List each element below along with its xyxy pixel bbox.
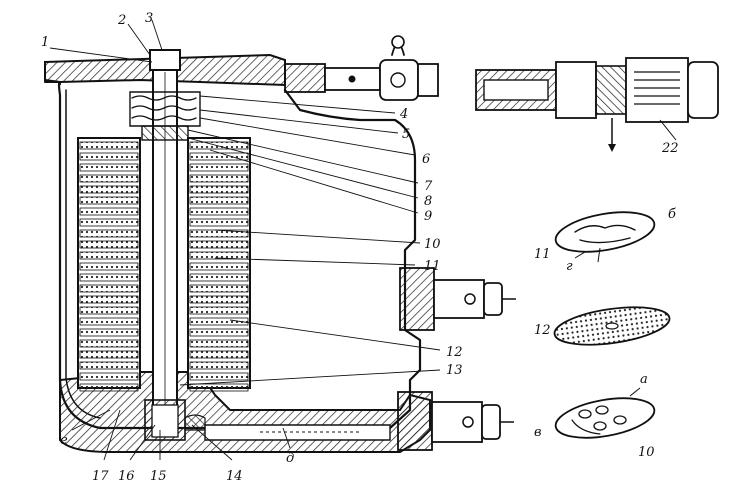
filter-plate (189, 273, 249, 282)
filter-plate (79, 306, 139, 315)
callout-11: 11 (424, 259, 441, 274)
callout-4: 4 (399, 107, 408, 122)
callout-15: 15 (150, 469, 167, 484)
callout-9: 9 (424, 209, 432, 224)
inlet-fitting (284, 35, 439, 101)
callout-8: 8 (424, 194, 432, 209)
filter-plate (79, 350, 139, 359)
filter-plate (189, 262, 249, 271)
filter-plate (189, 306, 249, 315)
letter-10: 10 (638, 445, 655, 460)
filter-plate (189, 185, 249, 194)
callout-14: 14 (226, 469, 243, 484)
filter-plate (189, 229, 249, 238)
callout-1: 1 (41, 35, 49, 50)
letter-b: б (668, 207, 676, 222)
filter-plate (189, 317, 249, 326)
filter-plate (79, 295, 139, 304)
letter-e: е (60, 433, 68, 448)
filter-plate (189, 295, 249, 304)
filter-plate (79, 240, 139, 249)
filter-plate (79, 185, 139, 194)
letter-11: 11 (534, 247, 551, 262)
letter-d: д (286, 451, 294, 466)
leader-lines (49, 19, 441, 461)
filter-plate (79, 163, 139, 172)
callout-3: 3 (145, 11, 153, 26)
callout-2: 2 (117, 13, 126, 28)
letter-a: а (640, 372, 648, 387)
filter-plate (79, 317, 139, 326)
filter-plate (79, 339, 139, 348)
filter-plate (79, 383, 139, 392)
outlet-fitting-upper (399, 267, 516, 331)
callout-5: 5 (402, 127, 410, 142)
filter-plate (79, 196, 139, 205)
filter-plate (189, 163, 249, 172)
central-rod (129, 49, 206, 441)
valve-detail-22 (475, 57, 719, 152)
filter-plate (79, 229, 139, 238)
disc-detail-11 (554, 211, 656, 263)
letter-v: в (534, 425, 542, 440)
filter-plate (189, 350, 249, 359)
filter-plate (189, 218, 249, 227)
filter-plate (189, 240, 249, 249)
filter-plate (189, 284, 249, 293)
filter-plate (79, 361, 139, 370)
filter-plate (189, 361, 249, 370)
filter-plate (79, 152, 139, 161)
filter-plate (189, 251, 249, 260)
filter-plate (79, 284, 139, 293)
callout-labels: 1 2 3 4 5 6 7 8 9 10 11 12 13 14 15 16 1… (41, 11, 679, 484)
callout-10: 10 (424, 237, 441, 252)
filter-plate (189, 372, 249, 381)
filter-plate (79, 372, 139, 381)
filter-plate (79, 218, 139, 227)
filter-plate (189, 196, 249, 205)
letter-g: г (566, 259, 573, 274)
callout-12: 12 (446, 345, 463, 360)
callout-17: 17 (92, 469, 109, 484)
letter-12: 12 (534, 323, 551, 338)
filter-plate (189, 383, 249, 392)
filter-plate (79, 273, 139, 282)
callout-13: 13 (446, 363, 463, 378)
filter-plate (189, 328, 249, 337)
filter-plate (189, 174, 249, 183)
filter-element-stack (77, 137, 251, 392)
filter-plate (79, 328, 139, 337)
outlet-fitting-lower (397, 391, 514, 451)
filter-plate (189, 207, 249, 216)
disc-detail-12 (553, 306, 671, 346)
callout-22: 22 (661, 141, 679, 156)
disc-detail-10 (554, 387, 656, 439)
filter-plate (79, 174, 139, 183)
callout-7: 7 (424, 179, 433, 194)
callout-6: 6 (422, 152, 430, 167)
callout-16: 16 (118, 469, 135, 484)
filter-plate (79, 207, 139, 216)
filter-plate (189, 141, 249, 150)
filter-plate (79, 262, 139, 271)
filter-plate (79, 141, 139, 150)
filter-plate (79, 251, 139, 260)
filter-plate (189, 339, 249, 348)
